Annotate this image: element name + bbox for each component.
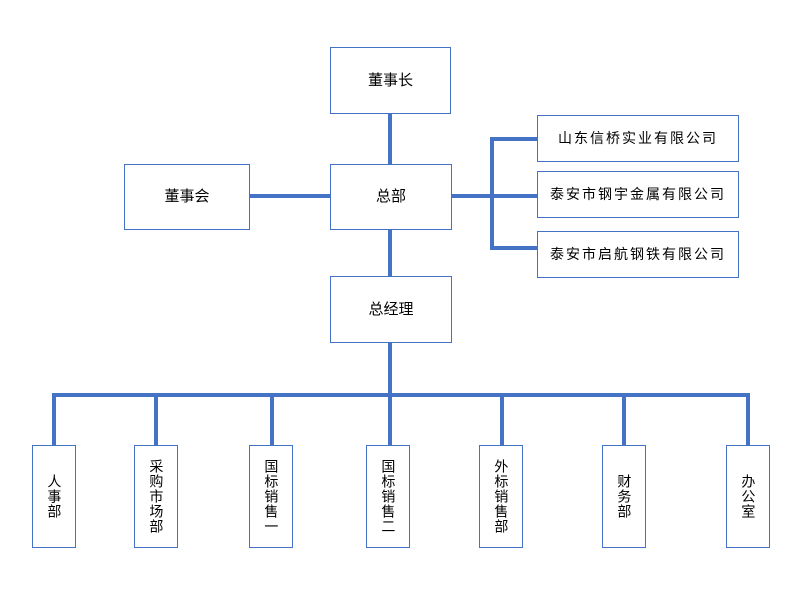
node-label: 国标销售二 [380,459,397,534]
node-label: 山东信桥实业有限公司 [558,130,718,147]
node-label: 董事长 [367,71,413,89]
node-label: 泰安市钢宇金属有限公司 [550,186,726,203]
node-label: 泰安市启航钢铁有限公司 [550,246,726,263]
connector-drop-national-sales-1 [270,393,274,446]
node-label: 采购市场部 [148,459,165,534]
node-dept-national-sales-1[interactable]: 国标销售一 [249,445,293,548]
connector-subsidiary-3-elbow [490,246,538,250]
node-label: 财务部 [616,474,633,519]
node-label: 总部 [375,188,406,205]
connector-board-hq [249,194,331,198]
connector-drop-hr [52,393,56,446]
node-subsidiary-gangyu[interactable]: 泰安市钢宇金属有限公司 [537,171,739,218]
node-dept-hr[interactable]: 人事部 [32,445,76,548]
node-headquarters[interactable]: 总部 [330,164,452,230]
node-subsidiary-qihang[interactable]: 泰安市启航钢铁有限公司 [537,231,739,278]
node-label: 办公室 [740,474,757,519]
connector-subsidiaries-vertical [490,137,494,250]
node-dept-finance[interactable]: 财务部 [602,445,646,548]
node-label: 总经理 [368,300,414,318]
node-chairman[interactable]: 董事长 [330,47,451,114]
connector-chairman-hq [388,114,392,165]
node-general-manager[interactable]: 总经理 [330,276,452,343]
connector-drop-finance [622,393,626,446]
connector-drop-external-sales [500,393,504,446]
node-subsidiary-xinqiao[interactable]: 山东信桥实业有限公司 [537,115,739,162]
connector-departments-rail [52,393,750,397]
node-dept-national-sales-2[interactable]: 国标销售二 [366,445,410,548]
node-label: 外标销售部 [493,459,510,534]
node-label: 董事会 [164,188,210,205]
connector-drop-purchasing [154,393,158,446]
node-dept-external-sales[interactable]: 外标销售部 [479,445,523,548]
node-dept-office[interactable]: 办公室 [726,445,770,548]
node-dept-purchasing-market[interactable]: 采购市场部 [134,445,178,548]
connector-subsidiary-1-elbow [490,137,538,141]
connector-hq-subsidiaries [451,194,538,198]
connector-drop-office [746,393,750,446]
node-label: 国标销售一 [263,459,280,534]
node-board[interactable]: 董事会 [124,164,250,230]
connector-hq-gm [388,229,392,277]
node-label: 人事部 [46,474,63,519]
